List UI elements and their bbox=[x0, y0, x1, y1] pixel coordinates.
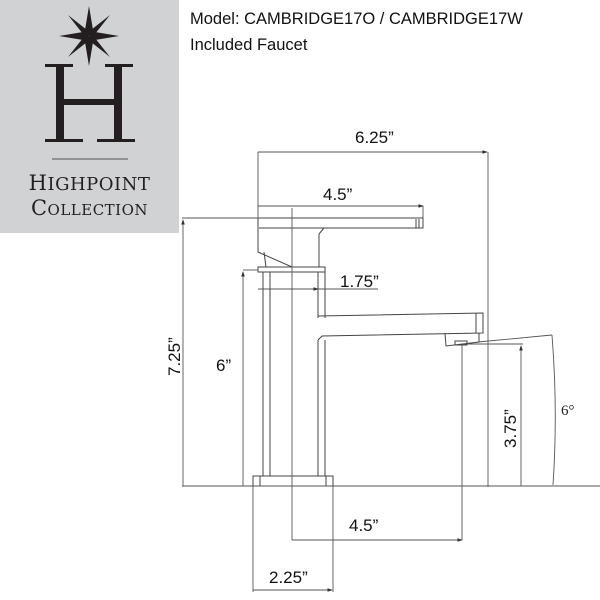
brand-name-line2: COLLECTION bbox=[30, 196, 149, 220]
logo-graphic bbox=[45, 6, 135, 160]
dim-overall-width: 6.25” bbox=[355, 128, 394, 147]
h-monogram-icon bbox=[45, 64, 135, 142]
compass-star-icon bbox=[59, 6, 119, 66]
dim-body-height: 6” bbox=[216, 356, 232, 375]
model-title: Model: CAMBRIDGE17O / CAMBRIDGE17W bbox=[190, 10, 523, 28]
dim-body-width: 1.75” bbox=[340, 272, 379, 291]
dim-spout-clearance: 3.75” bbox=[501, 409, 520, 448]
dim-spout-reach: 4.5” bbox=[349, 516, 379, 535]
dim-overall-height: 7.25” bbox=[165, 337, 184, 376]
dim-base-width: 2.25” bbox=[269, 568, 308, 587]
model-subtitle: Included Faucet bbox=[190, 36, 308, 54]
dim-handle-length: 4.5” bbox=[323, 185, 353, 204]
dim-spout-angle: 6° bbox=[561, 403, 575, 419]
handle-lever bbox=[258, 217, 424, 229]
brand-name-line1: HIGHPOINT bbox=[28, 171, 151, 195]
brand-logo-panel: HIGHPOINT COLLECTION bbox=[0, 0, 179, 233]
